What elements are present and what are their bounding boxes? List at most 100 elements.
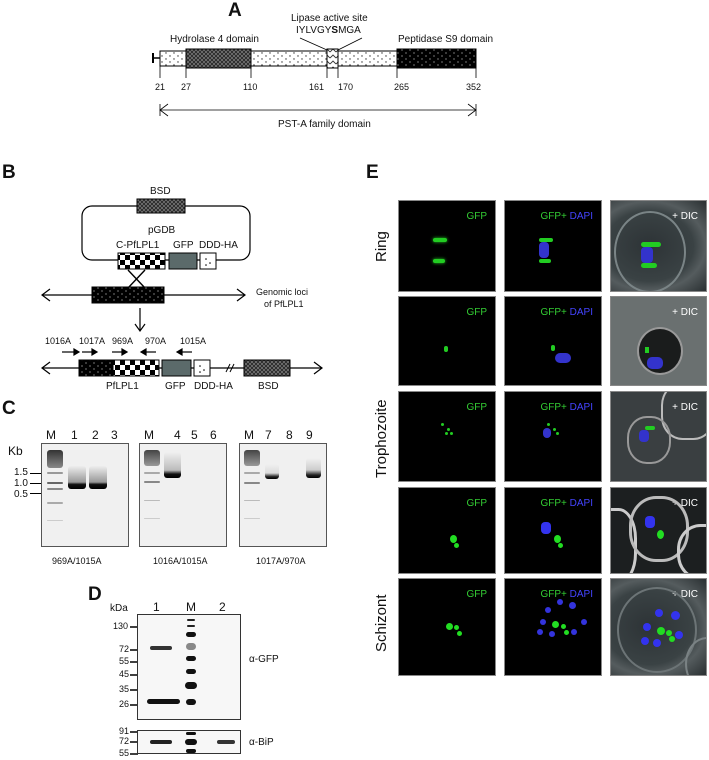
ladder-band xyxy=(244,472,260,474)
ladder-band xyxy=(47,472,63,474)
pcr-band-lane-2 xyxy=(89,466,107,489)
dapi-signal xyxy=(671,611,680,620)
dic-channel-label: + DIC xyxy=(672,589,698,600)
merge-channel-label: GFP+ DAPI xyxy=(540,589,593,600)
gel-1017a-970a xyxy=(239,443,327,547)
panel-c-label: C xyxy=(2,398,16,419)
gfp-signal xyxy=(457,631,462,636)
pos-265: 265 xyxy=(394,82,410,92)
primer-1015a: 1015A xyxy=(180,336,207,346)
locus-bsd-label: BSD xyxy=(258,381,279,392)
insert-ddd-ha-label: DDD-HA xyxy=(199,240,238,251)
dapi-signal xyxy=(643,623,651,631)
pcr-band-lane-7 xyxy=(265,464,279,479)
schizont-merge-image: GFP+ DAPI xyxy=(504,578,602,676)
gfp-signal xyxy=(561,624,566,629)
dapi-signal xyxy=(541,522,551,534)
gfp-signal xyxy=(657,627,665,635)
merge-gfp-label: GFP+ xyxy=(540,402,567,413)
dapi-signal xyxy=(641,247,653,263)
merge-gfp-label: GFP+ xyxy=(540,498,567,509)
kb-unit-label: Kb xyxy=(8,444,23,458)
gfp-signal xyxy=(445,432,448,435)
gel-969a-1015a xyxy=(41,443,129,547)
hydrolase-domain-label: Hydrolase 4 domain xyxy=(170,34,259,45)
gfp-channel-label: GFP xyxy=(466,589,487,600)
ring1-dic-image: + DIC xyxy=(610,200,707,292)
western-blot-gfp xyxy=(137,614,241,720)
dapi-signal xyxy=(555,353,571,363)
ring2-dic-image: + DIC xyxy=(610,296,707,386)
dic-channel-label: + DIC xyxy=(672,307,698,318)
kda-26: 26 xyxy=(119,699,130,709)
dapi-signal xyxy=(653,639,661,647)
gfp-signal xyxy=(552,621,559,628)
ladder-band xyxy=(144,518,160,519)
gel1-primer-pair: 969A/1015A xyxy=(52,556,102,566)
plasmid-bsd-label: BSD xyxy=(150,186,171,197)
merge-dapi-label: DAPI xyxy=(569,498,593,509)
gfp-signal xyxy=(554,535,561,543)
gfp-channel-label: GFP xyxy=(466,211,487,222)
gfp-signal xyxy=(556,432,559,435)
dapi-signal xyxy=(543,428,551,438)
gfp-signal xyxy=(444,346,448,352)
dapi-signal xyxy=(571,629,577,635)
kda-35: 35 xyxy=(119,684,130,694)
motif-pre: IYLVGY xyxy=(296,25,332,36)
gfp-channel-label: GFP xyxy=(466,402,487,413)
rbc-outline xyxy=(617,587,697,673)
merge-dapi-label: DAPI xyxy=(569,307,593,318)
gfp-band-26kda xyxy=(147,699,180,704)
gfp-signal xyxy=(547,423,550,426)
pos-170: 170 xyxy=(338,82,354,92)
marker-ladder xyxy=(186,669,196,674)
gfp-signal xyxy=(669,636,675,642)
dic-channel-label: + DIC xyxy=(672,402,698,413)
stage-label-ring: Ring xyxy=(373,231,390,262)
gel2-lane-4: 4 xyxy=(174,428,181,442)
pos-161: 161 xyxy=(309,82,325,92)
primer-970a: 970A xyxy=(145,336,167,346)
gfp-signal xyxy=(454,543,459,548)
kda-bip-91: 91 xyxy=(119,726,130,736)
ladder-band xyxy=(244,500,260,501)
dapi-signal xyxy=(539,242,549,258)
gel3-lane-9: 9 xyxy=(306,428,313,442)
marker-tick-1-5 xyxy=(30,473,42,474)
gfp-signal xyxy=(641,242,661,247)
ladder-band xyxy=(144,472,160,474)
gel2-lane-5: 5 xyxy=(191,428,198,442)
panel-e-label: E xyxy=(366,162,379,183)
pcr-band-lane-4 xyxy=(164,452,181,478)
panel-b-label: B xyxy=(2,162,16,183)
ladder-band xyxy=(244,450,260,466)
marker-ladder xyxy=(186,656,196,661)
troph1-gfp-image: GFP xyxy=(398,391,496,482)
dic-channel-label: + DIC xyxy=(672,498,698,509)
dapi-signal xyxy=(641,637,649,645)
merge-gfp-label: GFP+ xyxy=(540,589,567,600)
antibody-bip-label: α-BiP xyxy=(249,737,274,748)
pos-110: 110 xyxy=(243,82,258,92)
merge-channel-label: GFP+ DAPI xyxy=(540,402,593,413)
dapi-signal xyxy=(639,430,649,442)
kda-55: 55 xyxy=(119,656,130,666)
ladder-band xyxy=(47,520,63,521)
dapi-signal xyxy=(545,607,551,613)
wb-lane-1: 1 xyxy=(153,600,160,614)
kda-72: 72 xyxy=(119,644,130,654)
troph1-dic-image: + DIC xyxy=(610,391,707,482)
gfp-signal xyxy=(450,432,453,435)
marker-1-5: 1.5 xyxy=(14,467,28,478)
troph1-merge-image: GFP+ DAPI xyxy=(504,391,602,482)
ring1-gfp-image: GFP xyxy=(398,200,496,292)
ladder-band xyxy=(47,502,63,504)
gel1-lane-1: 1 xyxy=(71,428,78,442)
rbc-outline xyxy=(677,524,706,573)
marker-ladder xyxy=(186,632,196,637)
merge-dapi-label: DAPI xyxy=(569,589,593,600)
panel-a-label: A xyxy=(228,0,242,21)
marker-ladder xyxy=(185,739,197,745)
marker-1-0: 1.0 xyxy=(14,478,28,489)
